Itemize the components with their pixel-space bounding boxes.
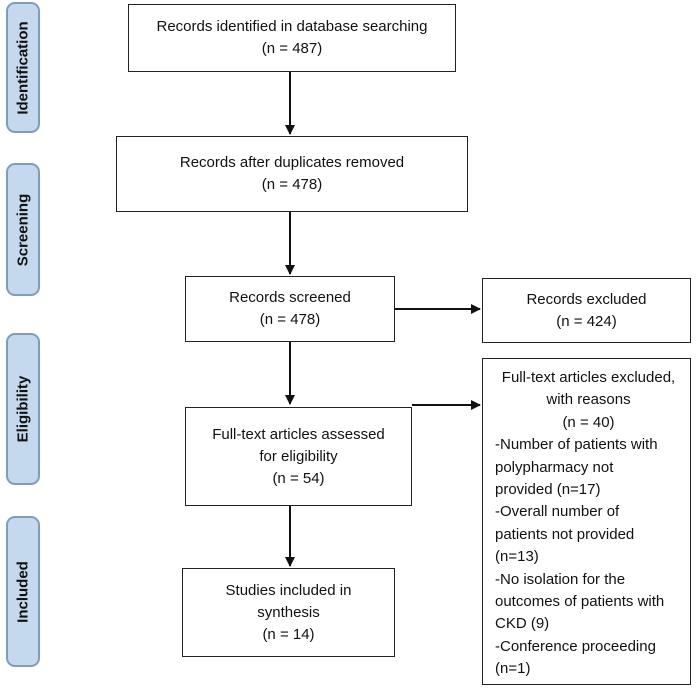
fulltext-excluded-count: (n = 40) <box>562 413 615 431</box>
box-records-screened: Records screened (n = 478) <box>185 276 395 342</box>
duplicates-removed-label: Records after duplicates removed <box>179 154 405 171</box>
records-screened-label: Records screened <box>229 289 351 306</box>
studies-included-line2: synthesis <box>257 603 320 621</box>
phase-eligibility: Eligibility <box>6 333 40 485</box>
fulltext-excluded-line1: Full-text articles excluded, <box>501 369 676 386</box>
studies-included-count: (n = 14) <box>262 625 315 643</box>
exclusion-reason-line: -Conference proceeding <box>495 637 656 655</box>
exclusion-reason-line: CKD (9) <box>495 615 550 633</box>
exclusion-reason-line: polypharmacy not <box>495 458 614 476</box>
fulltext-excluded-line2: with reasons <box>546 391 631 409</box>
box-fulltext-excluded: Full-text articles excluded, with reason… <box>482 358 691 685</box>
records-excluded-label: Records excluded <box>526 290 647 308</box>
exclusion-reason-line: (n=13) <box>495 548 539 566</box>
box-records-excluded: Records excluded (n = 424) <box>482 278 691 343</box>
exclusion-reason-line: -Number of patients with <box>495 436 658 454</box>
exclusion-reason-line: -Overall number of <box>495 503 620 521</box>
phase-included: Included <box>6 516 40 667</box>
fulltext-assessed-line2: for eligibility <box>259 447 338 465</box>
box-studies-included: Studies included in synthesis (n = 14) <box>182 568 395 657</box>
duplicates-removed-count: (n = 478) <box>261 176 323 193</box>
box-records-identified: Records identified in database searching… <box>128 4 456 72</box>
phase-identification: Identification <box>6 2 40 133</box>
studies-included-line1: Studies included in <box>225 581 352 599</box>
box-fulltext-assessed: Full-text articles assessed for eligibil… <box>185 407 412 506</box>
records-screened-count: (n = 478) <box>259 311 321 328</box>
exclusion-reason-line: (n=1) <box>495 660 531 678</box>
exclusion-reason-line: -No isolation for the <box>495 570 626 588</box>
records-identified-count: (n = 487) <box>261 40 323 57</box>
exclusion-reason-line: provided (n=17) <box>495 481 601 499</box>
records-excluded-count: (n = 424) <box>556 312 617 330</box>
records-identified-label: Records identified in database searching <box>156 18 428 35</box>
phase-screening: Screening <box>6 163 40 296</box>
box-duplicates-removed: Records after duplicates removed (n = 47… <box>116 136 468 212</box>
exclusion-reason-line: patients not provided <box>495 525 635 543</box>
fulltext-assessed-line1: Full-text articles assessed <box>212 425 385 443</box>
fulltext-assessed-count: (n = 54) <box>272 469 325 487</box>
exclusion-reason-line: outcomes of patients with <box>495 593 665 611</box>
